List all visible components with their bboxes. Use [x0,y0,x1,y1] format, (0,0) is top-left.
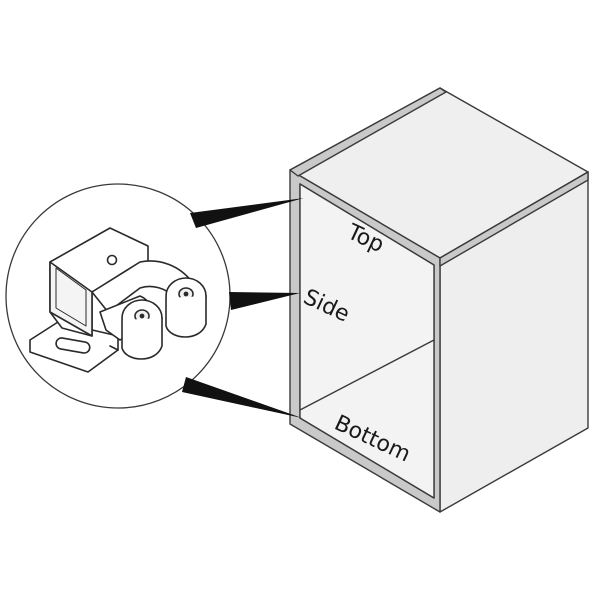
bracket-front [49,261,93,337]
pointer-bottom [182,377,302,418]
cabinet-right-top-edge [439,171,589,267]
bracket-hole [106,254,118,266]
pointer-side [229,292,300,310]
magnifier [5,183,231,409]
mounting-slot [55,337,91,354]
pointers [182,198,304,418]
cabinet-interior [299,183,435,499]
cabinet-bottom-shelf [299,339,435,411]
pointer-top [190,198,304,228]
cabinet-icon [289,87,589,513]
roller-catch-icon [29,227,207,373]
cabinet-top-edge [289,87,447,177]
